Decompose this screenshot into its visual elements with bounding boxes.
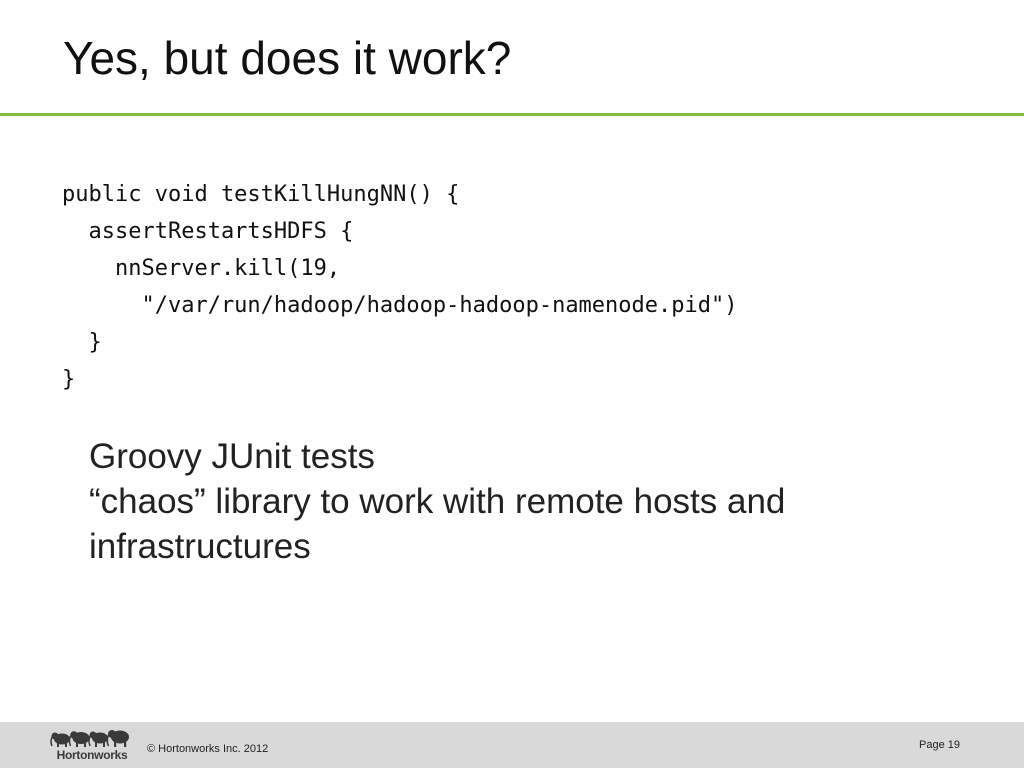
code-line: "/var/run/hadoop/hadoop-hadoop-namenode.…	[62, 293, 738, 318]
bullet-list: Groovy JUnit tests “chaos” library to wo…	[89, 434, 949, 569]
page-number: Page 19	[919, 739, 960, 751]
bullet-item: Groovy JUnit tests	[89, 437, 375, 476]
logo-wordmark: Hortonworks	[56, 748, 128, 762]
slide-title: Yes, but does it work?	[63, 32, 512, 84]
bullet-item: “chaos” library to work with remote host…	[89, 482, 786, 521]
code-line: }	[62, 367, 76, 392]
code-block: public void testKillHungNN() { assertRes…	[62, 176, 738, 398]
code-line: nnServer.kill(19,	[62, 256, 341, 281]
title-divider	[0, 113, 1024, 116]
bullet-item: infrastructures	[89, 527, 311, 566]
code-line: assertRestartsHDFS {	[62, 219, 354, 244]
code-line: }	[62, 330, 102, 355]
elephants-logo-icon	[50, 730, 129, 747]
hortonworks-logo: Hortonworks	[48, 727, 136, 765]
code-line: public void testKillHungNN() {	[62, 182, 460, 207]
footer-bar	[0, 722, 1024, 768]
copyright-text: © Hortonworks Inc. 2012	[147, 743, 269, 755]
